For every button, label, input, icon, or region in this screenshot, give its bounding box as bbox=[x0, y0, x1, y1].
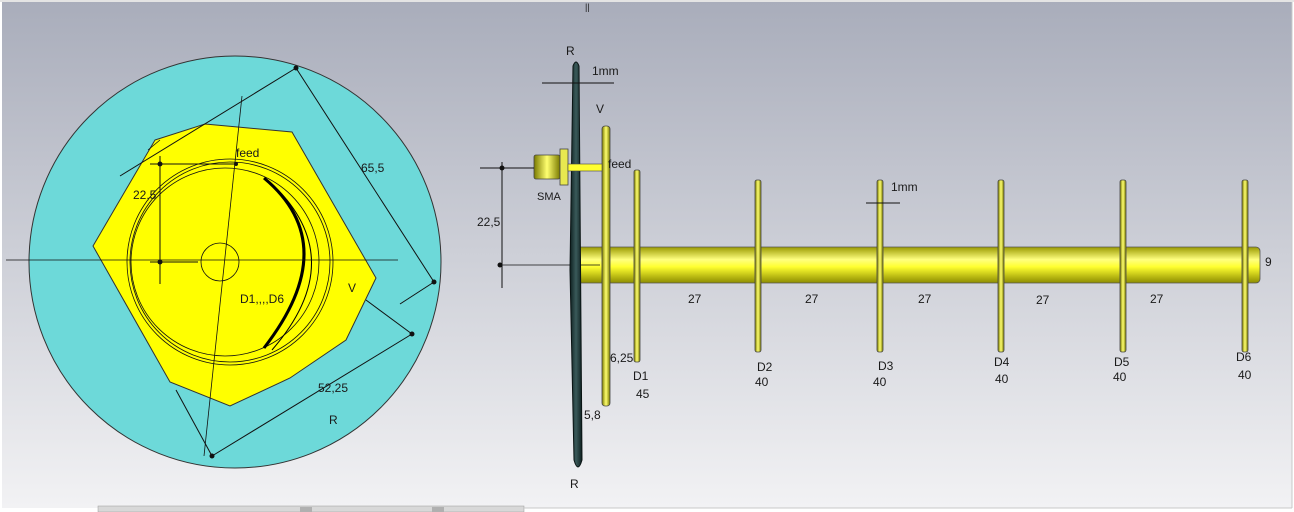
director-outline bbox=[130, 167, 320, 357]
director-arc-stack bbox=[269, 181, 312, 351]
dim-ext-width bbox=[399, 281, 435, 305]
side-reflector-thickness-label: 1mm bbox=[592, 64, 619, 78]
director-d4[interactable] bbox=[997, 179, 1005, 353]
spacing-label: 27 bbox=[688, 292, 702, 306]
top-marker: || bbox=[585, 2, 590, 12]
director-outline bbox=[129, 161, 331, 363]
director-d5-size: 40 bbox=[1113, 370, 1127, 384]
side-dim-height-label: 22,5 bbox=[477, 215, 501, 229]
dim-line-width bbox=[295, 67, 435, 283]
dim-ext-height bbox=[365, 299, 413, 335]
front-directors-label: D1,,,,D6 bbox=[240, 292, 284, 306]
director-d2-label: D2 bbox=[757, 360, 773, 374]
front-v-label: V bbox=[348, 281, 356, 295]
spacing-label: 27 bbox=[918, 292, 932, 306]
director-d1[interactable] bbox=[633, 169, 641, 363]
vertical-axis bbox=[203, 95, 243, 457]
director-d1-size: 45 bbox=[636, 387, 650, 401]
director-d2-size: 40 bbox=[755, 375, 769, 389]
director-d3-label: D3 bbox=[878, 359, 894, 373]
boom-circle bbox=[200, 242, 240, 282]
director-d6[interactable] bbox=[1241, 179, 1249, 353]
driven-element-plate[interactable] bbox=[92, 123, 377, 407]
sma-connector-flange bbox=[559, 148, 569, 186]
driven-element-side[interactable] bbox=[601, 125, 611, 407]
director-d6-size: 40 bbox=[1238, 368, 1252, 382]
dim-point bbox=[157, 259, 163, 265]
dim-point bbox=[157, 161, 163, 167]
bottom-toolbar-tab[interactable] bbox=[432, 507, 444, 512]
side-boom-diameter-label: 9 bbox=[1265, 255, 1272, 269]
spacing-label: 27 bbox=[1036, 293, 1050, 307]
side-dim-spacing-2-label: 5,8 bbox=[584, 408, 601, 422]
dim-point bbox=[234, 162, 238, 166]
dim-point bbox=[293, 65, 299, 71]
dim-point bbox=[209, 453, 215, 459]
side-director-thickness-label: 1mm bbox=[891, 180, 918, 194]
feed-tick bbox=[147, 139, 161, 151]
boom[interactable] bbox=[575, 246, 1261, 284]
director-d5-label: D5 bbox=[1114, 355, 1130, 369]
side-dim-spacing-1-label: 6,25 bbox=[610, 351, 634, 365]
director-arc-stack bbox=[262, 176, 306, 349]
director-d3-size: 40 bbox=[873, 375, 887, 389]
spacing-label: 27 bbox=[1150, 292, 1164, 306]
front-view: feed 22,5 65,5 52,25 D1,,,,D6 V R bbox=[6, 55, 442, 469]
reflector-side[interactable] bbox=[569, 61, 583, 468]
director-d5[interactable] bbox=[1119, 179, 1127, 353]
dim-point bbox=[497, 262, 503, 268]
side-feed-label: feed bbox=[608, 157, 631, 171]
dim-point bbox=[499, 165, 505, 171]
spacing-label: 27 bbox=[805, 292, 819, 306]
front-dim-offset-label: 22,5 bbox=[133, 188, 157, 202]
front-dim-height-label: 52,25 bbox=[318, 381, 348, 395]
sma-connector-body[interactable] bbox=[533, 154, 561, 180]
side-r-top-label: R bbox=[566, 44, 575, 58]
front-dim-width-label: 65,5 bbox=[361, 161, 385, 175]
director-d2[interactable] bbox=[754, 179, 762, 353]
dim-point bbox=[409, 331, 415, 337]
front-feed-label: feed bbox=[236, 146, 259, 160]
bottom-toolbar-tab[interactable] bbox=[300, 507, 312, 512]
director-outline bbox=[126, 158, 334, 366]
director-d4-size: 40 bbox=[995, 372, 1009, 386]
director-d6-label: D6 bbox=[1236, 350, 1252, 364]
director-d4-label: D4 bbox=[994, 355, 1010, 369]
dim-point bbox=[431, 279, 437, 285]
side-sma-label: SMA bbox=[537, 191, 562, 203]
side-r-bottom-label: R bbox=[570, 477, 579, 491]
director-d1-label: D1 bbox=[633, 369, 649, 383]
director-d3[interactable] bbox=[876, 179, 884, 353]
front-r-label: R bbox=[329, 413, 338, 427]
side-view: R R 1mm V feed SMA 22,5 6,25 5,8 1mm 9 D… bbox=[477, 44, 1272, 491]
feed-pin bbox=[567, 163, 603, 172]
dim-ext-width bbox=[119, 67, 297, 177]
dim-ext-height bbox=[175, 389, 213, 457]
dim-line-height bbox=[211, 333, 413, 457]
side-v-label: V bbox=[596, 102, 604, 116]
